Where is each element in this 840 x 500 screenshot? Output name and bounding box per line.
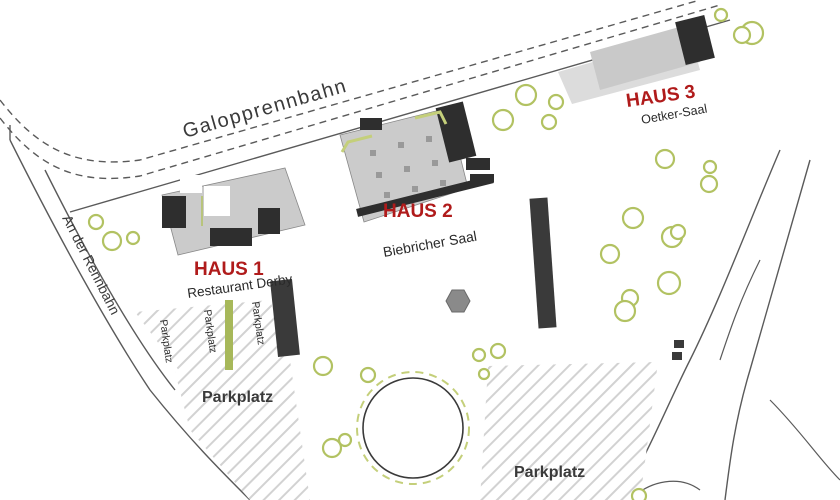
parking-divider-green (225, 300, 233, 370)
haus-2-building (339, 101, 494, 223)
street-left (9, 139, 251, 500)
haus-2-subtitle: Biebricher Saal (382, 228, 478, 260)
street-right (619, 149, 840, 500)
parking-label-large-left: Parkplatz (202, 389, 273, 406)
structure-bar (529, 197, 557, 329)
trees (87, 7, 765, 500)
parking-areas (135, 300, 658, 500)
roundabout (356, 371, 470, 485)
haus-1-building (161, 167, 306, 256)
haus-3-building (558, 15, 715, 104)
parking-label-large-right: Parkplatz (514, 464, 585, 481)
kiosk-1 (674, 340, 684, 348)
haus-1-title: HAUS 1 (194, 259, 264, 280)
hexagon-pavilion (445, 289, 471, 313)
haus-2-title: HAUS 2 (383, 201, 453, 222)
parking-divider-dark (270, 279, 300, 357)
racecourse-label: Galopprennbahn (180, 75, 349, 143)
kiosk-2 (672, 352, 682, 360)
